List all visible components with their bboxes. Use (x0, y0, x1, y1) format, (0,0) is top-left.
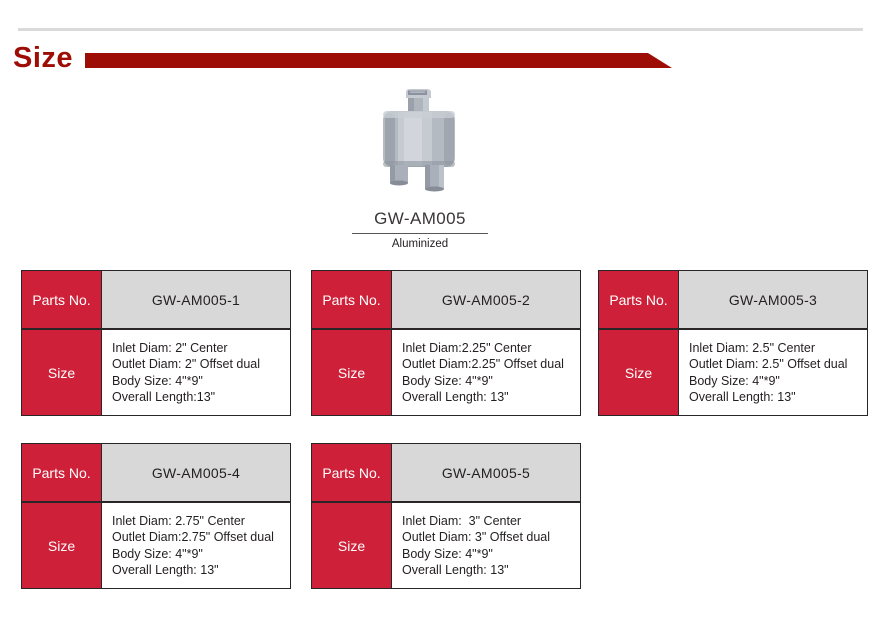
size-line: Outlet Diam: 3" Offset dual (402, 530, 551, 544)
parts-no-label: Parts No. (22, 444, 101, 501)
size-line: Body Size: 4"*9" (112, 546, 203, 561)
size-line: Overall Length: 13" (689, 390, 796, 404)
size-line: Inlet Diam: 2.75" Center (112, 513, 245, 528)
size-line: Body Size: 4"*9" (689, 373, 780, 388)
spec-table-gw-am005-4: Parts No. GW-AM005-4 Size Inlet Diam: 2.… (21, 443, 291, 589)
size-label: Size (312, 330, 391, 415)
spec-table-gw-am005-1: Parts No. GW-AM005-1 Size Inlet Diam: 2"… (21, 270, 291, 416)
parts-no-label: Parts No. (599, 271, 678, 328)
parts-no-label: Parts No. (312, 271, 391, 328)
parts-no-value: GW-AM005-4 (102, 444, 290, 501)
spec-table-gw-am005-5: Parts No. GW-AM005-5 Size Inlet Diam: 3"… (311, 443, 581, 589)
size-details: Inlet Diam:2.25" Center Outlet Diam:2.25… (392, 330, 580, 415)
size-line: Overall Length: 13" (112, 563, 219, 577)
product-label: GW-AM005 Aluminized (352, 209, 488, 250)
parts-no-value: GW-AM005-2 (392, 271, 580, 328)
title-banner (85, 53, 672, 68)
size-label: Size (22, 330, 101, 415)
spec-table-gw-am005-2: Parts No. GW-AM005-2 Size Inlet Diam:2.2… (311, 270, 581, 416)
size-line: Overall Length: 13" (402, 563, 509, 577)
size-line: Outlet Diam:2.25" Offset dual (402, 357, 564, 371)
size-details: Inlet Diam: 3" Center Outlet Diam: 3" Of… (392, 503, 580, 588)
size-details: Inlet Diam: 2" Center Outlet Diam: 2" Of… (102, 330, 290, 415)
parts-no-label: Parts No. (312, 444, 391, 501)
top-divider (18, 28, 863, 31)
parts-no-label: Parts No. (22, 271, 101, 328)
size-line: Inlet Diam:2.25" Center (402, 340, 532, 355)
size-line: Body Size: 4"*9" (112, 373, 203, 388)
size-line: Overall Length: 13" (402, 390, 509, 404)
product-code: GW-AM005 (352, 209, 488, 234)
size-line: Overall Length:13" (112, 390, 216, 404)
size-line: Outlet Diam: 2.5" Offset dual (689, 357, 848, 371)
size-label: Size (22, 503, 101, 588)
size-label: Size (312, 503, 391, 588)
page-title: Size (13, 42, 74, 74)
size-line: Inlet Diam: 2" Center (112, 340, 228, 355)
parts-no-value: GW-AM005-3 (679, 271, 867, 328)
size-label: Size (599, 330, 678, 415)
size-line: Outlet Diam:2.75" Offset dual (112, 530, 274, 544)
size-line: Body Size: 4"*9" (402, 373, 493, 388)
parts-no-value: GW-AM005-1 (102, 271, 290, 328)
spec-table-gw-am005-3: Parts No. GW-AM005-3 Size Inlet Diam: 2.… (598, 270, 868, 416)
muffler-image (383, 89, 455, 192)
size-line: Inlet Diam: 2.5" Center (689, 340, 816, 355)
size-line: Outlet Diam: 2" Offset dual (112, 357, 261, 371)
size-line: Inlet Diam: 3" Center (402, 513, 522, 528)
size-details: Inlet Diam: 2.75" Center Outlet Diam:2.7… (102, 503, 290, 588)
size-line: Body Size: 4"*9" (402, 546, 493, 561)
product-finish: Aluminized (391, 238, 449, 250)
size-details: Inlet Diam: 2.5" Center Outlet Diam: 2.5… (679, 330, 867, 415)
parts-no-value: GW-AM005-5 (392, 444, 580, 501)
